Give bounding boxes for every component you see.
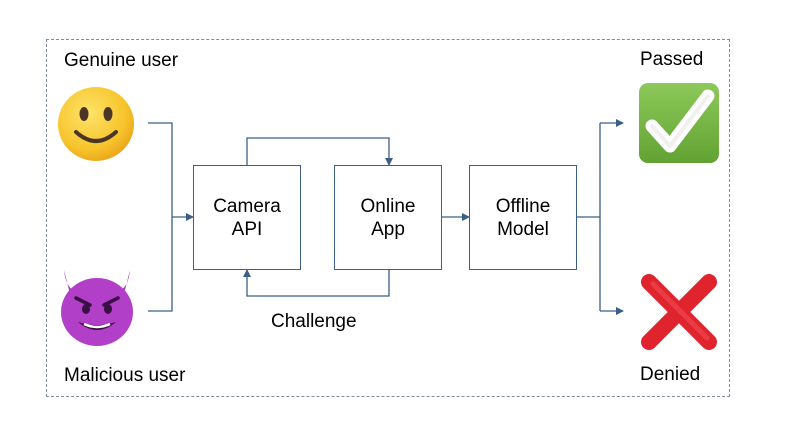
- genuine-user-label: Genuine user: [64, 50, 179, 71]
- camera-api-box: Camera API: [193, 165, 301, 270]
- online-app-box: Online App: [334, 165, 442, 270]
- camera-to-online-top-arrow: [246, 137, 393, 166]
- smiling-face-icon: [58, 87, 134, 161]
- online-app-line-2: App: [371, 218, 405, 240]
- malicious-to-camera-line: [148, 217, 173, 312]
- smiling-devil-icon: [61, 270, 133, 346]
- offline-model-line-1: Offline: [495, 195, 551, 217]
- challenge-arrow: [243, 269, 390, 297]
- cross-mark-icon: [641, 274, 717, 350]
- diagram-frame: [46, 39, 730, 397]
- check-mark-button-icon: [639, 83, 719, 163]
- camera-api-line-1: Camera: [213, 195, 281, 217]
- passed-label: Passed: [640, 49, 704, 70]
- genuine-to-camera-line: [148, 122, 173, 217]
- malicious-user-label: Malicious user: [64, 365, 186, 386]
- camera-api-line-2: API: [231, 218, 263, 240]
- offline-model-line-2: Model: [497, 218, 549, 240]
- offline-model-box: Offline Model: [469, 165, 577, 270]
- denied-label: Denied: [640, 364, 701, 385]
- online-app-line-1: Online: [360, 195, 416, 217]
- challenge-label: Challenge: [271, 311, 357, 332]
